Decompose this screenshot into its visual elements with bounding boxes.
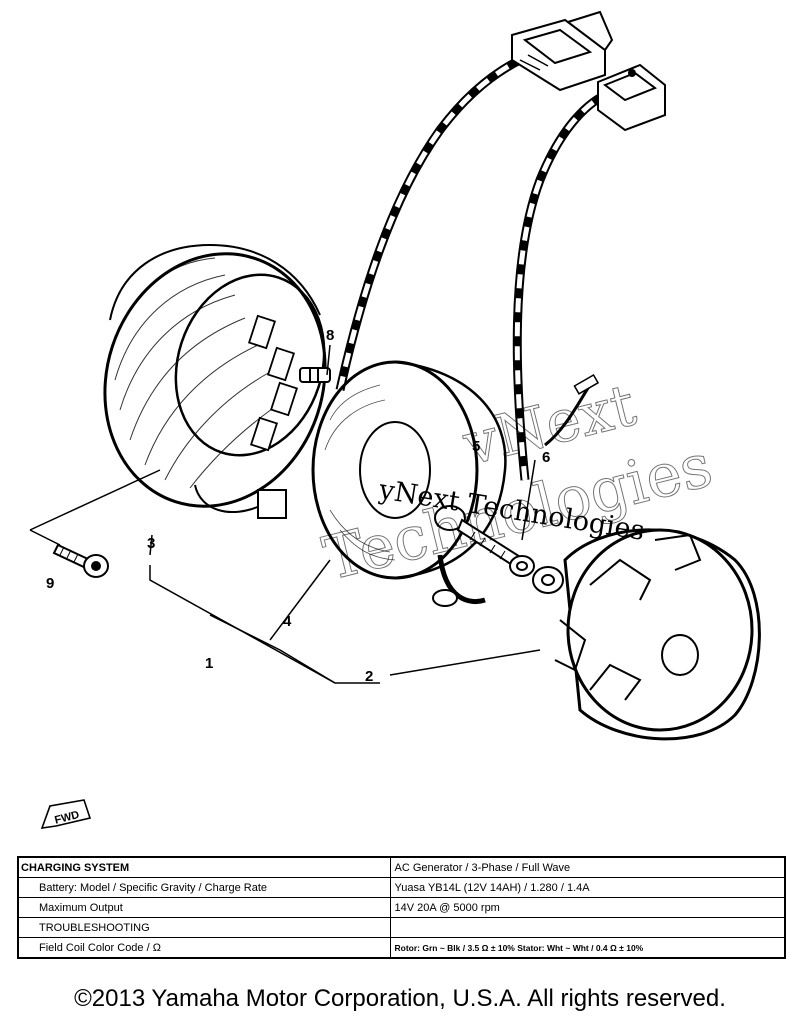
leader-lines	[29, 344, 541, 684]
spec-label: Battery: Model / Specific Gravity / Char…	[17, 877, 391, 898]
field-lead-wire	[544, 374, 600, 447]
stator-connector	[511, 10, 614, 92]
table-row: Battery: Model / Specific Gravity / Char…	[17, 877, 786, 898]
spec-value	[389, 917, 786, 938]
callout-6: 6	[542, 449, 550, 466]
stator-coil	[103, 243, 327, 519]
spec-value: AC Generator / 3-Phase / Full Wave	[389, 856, 786, 878]
stator-wire-harness	[335, 55, 523, 391]
spec-label: Field Coil Color Code / Ω	[17, 937, 391, 959]
table-row: TROUBLESHOOTING	[17, 917, 786, 938]
screw	[52, 543, 109, 578]
callout-8: 8	[326, 327, 334, 344]
callout-1: 1	[205, 655, 213, 672]
washers	[509, 555, 564, 594]
spec-label: TROUBLESHOOTING	[17, 917, 391, 938]
fwd-arrow-icon: FWD	[40, 799, 92, 829]
spec-label: CHARGING SYSTEM	[17, 856, 391, 878]
charging-system-spec-table: CHARGING SYSTEM AC Generator / 3-Phase /…	[17, 856, 786, 959]
field-coil	[311, 360, 507, 607]
rotor	[554, 528, 761, 741]
table-row: Maximum Output 14V 20A @ 5000 rpm	[17, 897, 786, 918]
spec-label: Maximum Output	[17, 897, 391, 918]
table-row: CHARGING SYSTEM AC Generator / 3-Phase /…	[17, 856, 786, 878]
spec-value: Rotor: Grn ~ Blk / 3.5 Ω ± 10% Stator: W…	[389, 937, 786, 959]
rotor-bolt	[434, 505, 527, 572]
callout-5: 5	[472, 438, 480, 455]
table-row: Field Coil Color Code / Ω Rotor: Grn ~ B…	[17, 937, 786, 959]
field-coil-connector	[597, 63, 666, 132]
callout-9: 9	[46, 575, 54, 592]
callout-2: 2	[365, 668, 373, 685]
spec-value: Yuasa YB14L (12V 14AH) / 1.280 / 1.4A	[389, 877, 786, 898]
stud-bolt	[299, 367, 331, 383]
callout-3: 3	[147, 535, 155, 552]
spec-value: 14V 20A @ 5000 rpm	[389, 897, 786, 918]
svg-text:FWD: FWD	[53, 809, 80, 827]
callout-4: 4	[283, 613, 292, 630]
exploded-parts-diagram: 1 2 3 4 5 6 8 9 vNext Technologies yNext…	[29, 10, 761, 741]
copyright-notice: ©2013 Yamaha Motor Corporation, U.S.A. A…	[74, 985, 726, 1012]
field-coil-wire-harness	[512, 90, 608, 481]
